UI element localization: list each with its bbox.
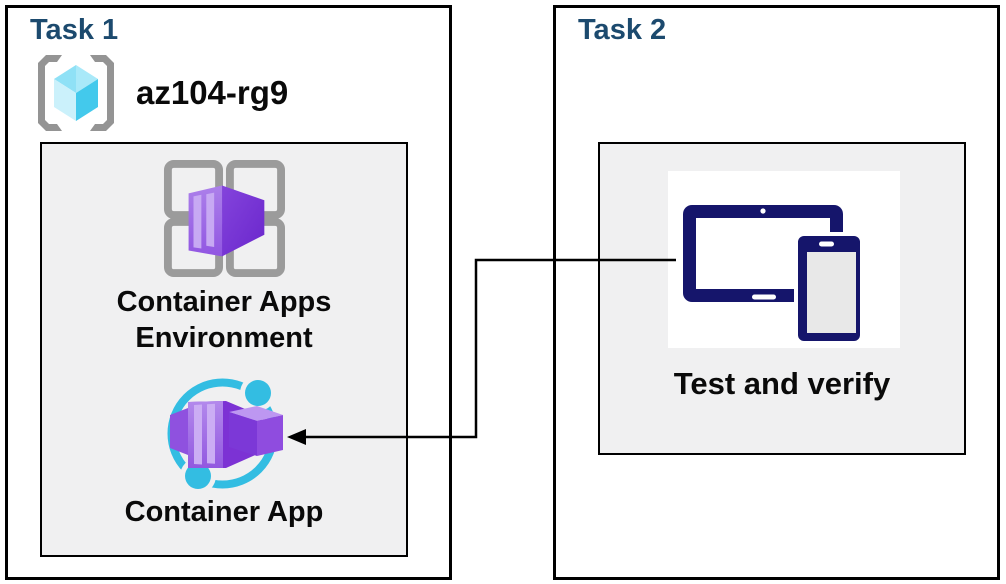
tablet-and-phone-icon [668, 171, 900, 348]
task2-box: Task 2 Test and verify [553, 5, 1000, 580]
task1-box: Task 1 az104-rg9 [5, 5, 452, 580]
container-app-icon [165, 375, 287, 503]
task2-group-box: Test and verify [598, 142, 966, 455]
task2-title: Task 2 [578, 14, 667, 46]
test-and-verify-label: Test and verify [673, 366, 891, 401]
container-apps-environment-label: Container Apps Environment [116, 286, 332, 354]
resource-group: az104-rg9 [36, 55, 288, 131]
container-apps-environment-icon [163, 158, 285, 283]
task1-title: Task 1 [30, 14, 119, 46]
resource-group-icon [36, 55, 116, 131]
resource-group-name: az104-rg9 [136, 74, 289, 111]
task1-group-box: Container Apps Environment [40, 142, 408, 557]
container-app-label: Container App [124, 496, 324, 528]
